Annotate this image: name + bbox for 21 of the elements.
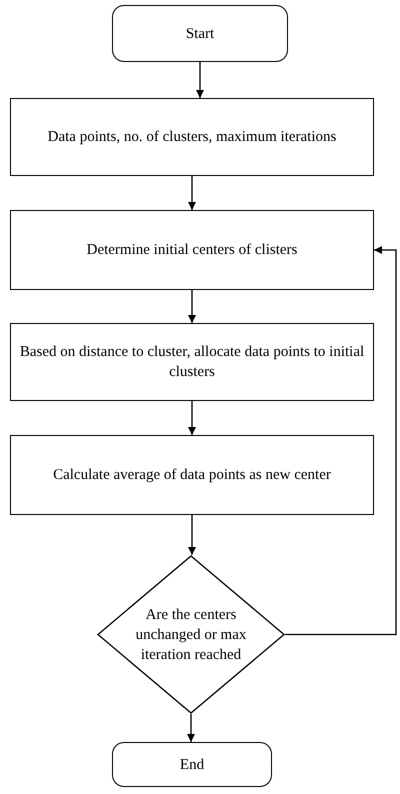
process-box xyxy=(10,210,374,290)
terminal-box xyxy=(112,5,288,62)
arrow xyxy=(188,401,196,435)
process-box xyxy=(10,435,374,515)
arrow xyxy=(188,290,196,323)
decision-diamond xyxy=(97,555,285,714)
arrow xyxy=(196,62,204,98)
process-box xyxy=(10,98,374,176)
node-text: Determine initial centers of clisters xyxy=(86,241,298,260)
node-text: Based on distance to cluster, allocate data points to initial clusters xyxy=(18,343,366,382)
node-text: Start xyxy=(186,24,214,44)
node-text: Are the centers unchanged or max iteration reached xyxy=(135,606,247,664)
arrow xyxy=(188,176,196,210)
arrow xyxy=(188,515,196,555)
node-text: Data points, no. of clusters, maximum iterations xyxy=(48,128,336,147)
node-text: End xyxy=(180,756,204,774)
node-text: Calculate average of data points as new center xyxy=(53,466,331,485)
process-box xyxy=(10,323,374,401)
terminal-box xyxy=(112,742,272,787)
arrow xyxy=(285,246,397,636)
arrow xyxy=(187,714,195,742)
